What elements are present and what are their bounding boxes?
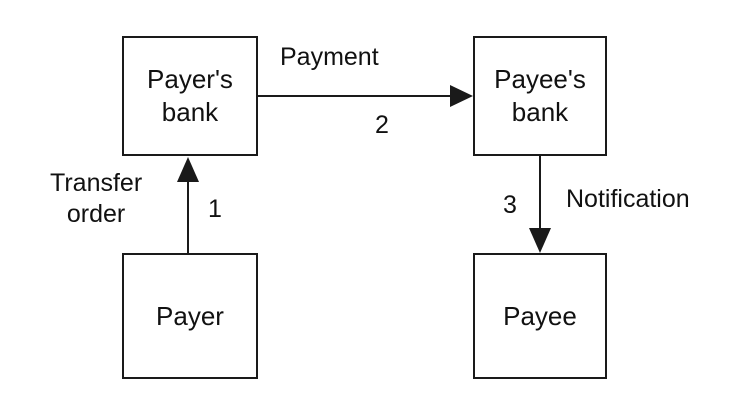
payment-label: Payment [280,43,379,71]
payment-step-number: 2 [375,111,389,139]
payment-arrow [258,85,473,107]
payer-node: Payer [122,253,258,379]
transfer-order-label: Transfer order [50,169,143,228]
transfer-step-number: 1 [208,195,222,223]
payees-bank-node: Payee's bank [473,36,607,156]
payers-bank-node: Payer's bank [122,36,258,156]
notification-arrow [529,156,551,253]
transfer-order-arrow [177,157,199,253]
payee-node: Payee [473,253,607,379]
notification-label: Notification [566,185,690,213]
notification-step-number: 3 [503,191,517,219]
